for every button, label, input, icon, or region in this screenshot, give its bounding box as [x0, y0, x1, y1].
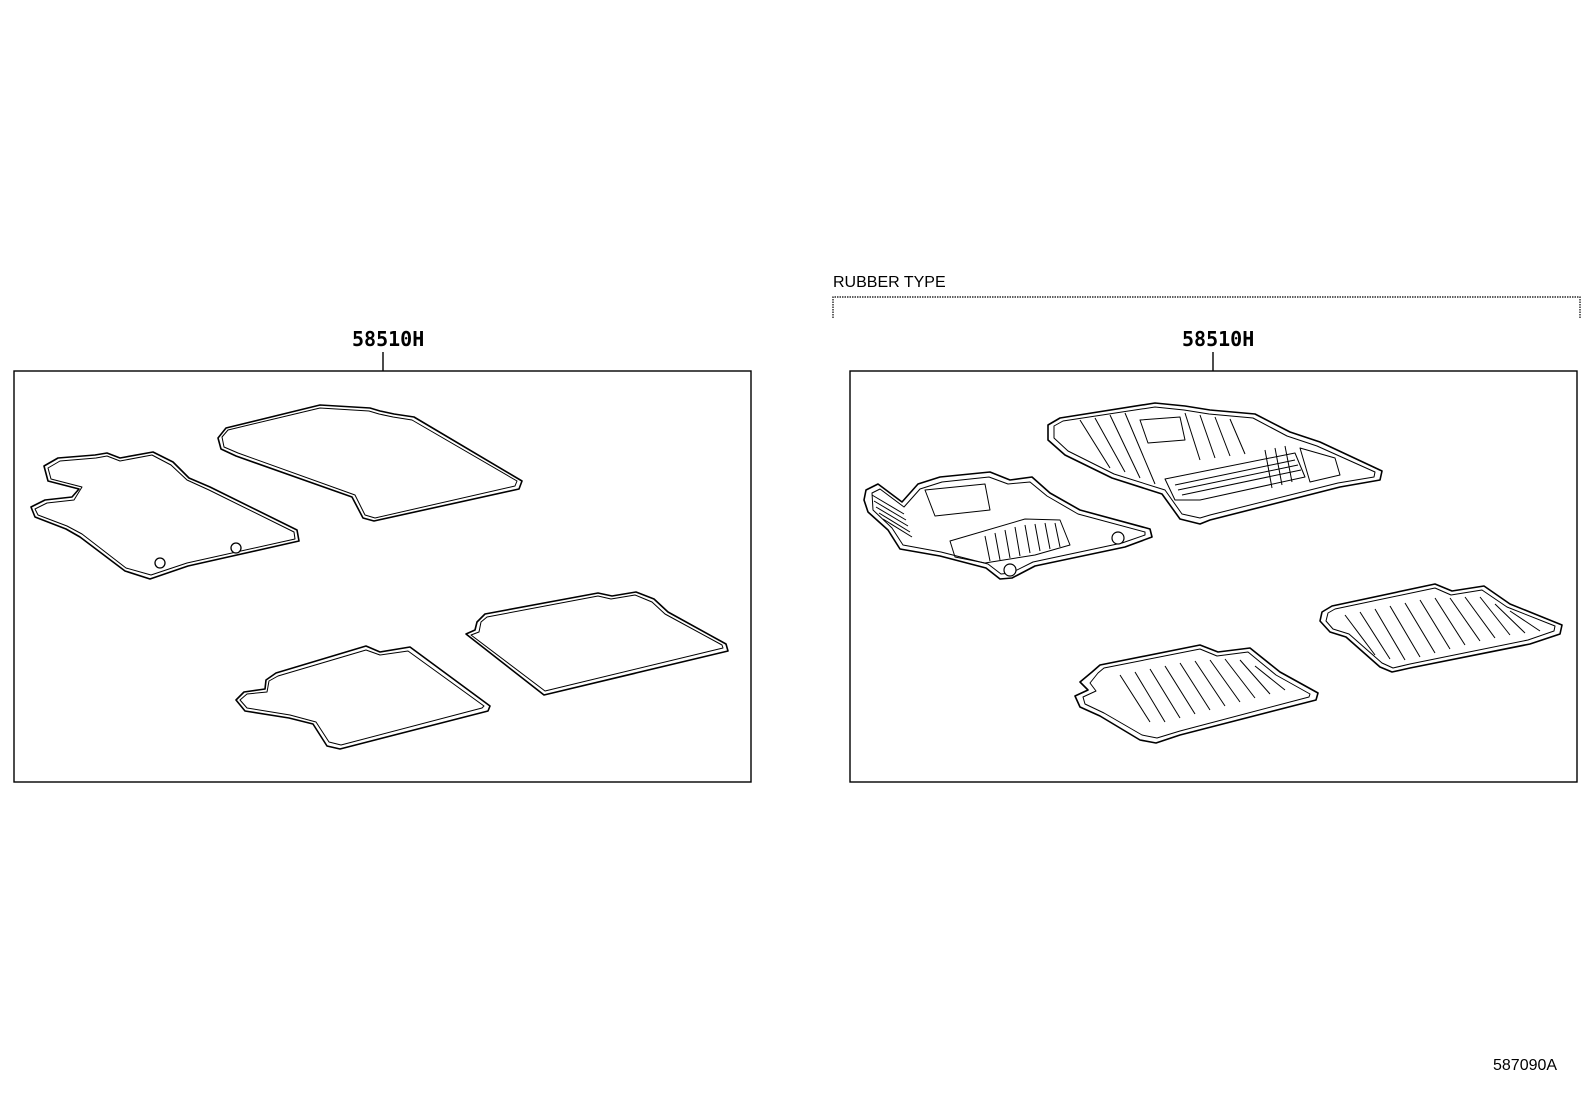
rib-texture — [1079, 412, 1246, 485]
heel-pad-hatch — [1174, 445, 1302, 496]
part-number-label[interactable]: 58510H — [1182, 327, 1254, 351]
illustration-code: 587090A — [1493, 1057, 1557, 1074]
retainer-hole-icon — [1111, 531, 1125, 545]
front-left-rubber-mat — [863, 471, 1153, 580]
rubber-mat-group: RUBBER TYPE 58510H — [832, 274, 1581, 783]
rib-texture — [1344, 596, 1541, 661]
rear-left-rubber-mat — [1074, 644, 1319, 744]
rib-texture — [1119, 658, 1286, 723]
group-title: RUBBER TYPE — [833, 274, 946, 291]
carpet-mat-group: 58510H — [13, 327, 752, 783]
front-right-carpet-mat — [217, 404, 523, 522]
group-frame — [13, 370, 752, 783]
rear-right-carpet-mat — [465, 591, 729, 696]
front-right-rubber-mat — [1047, 402, 1383, 525]
heel-pad-hatch — [984, 522, 1061, 562]
part-number-label[interactable]: 58510H — [352, 327, 424, 351]
rear-right-rubber-mat — [1319, 583, 1563, 673]
retainer-hole-icon — [230, 542, 242, 554]
retainer-hole-icon — [1003, 563, 1017, 577]
rear-left-carpet-mat — [235, 645, 491, 750]
front-left-carpet-mat — [30, 451, 300, 580]
group-bracket — [832, 296, 1581, 318]
rib-texture — [871, 494, 913, 538]
group-frame — [849, 370, 1578, 783]
retainer-hole-icon — [154, 557, 166, 569]
